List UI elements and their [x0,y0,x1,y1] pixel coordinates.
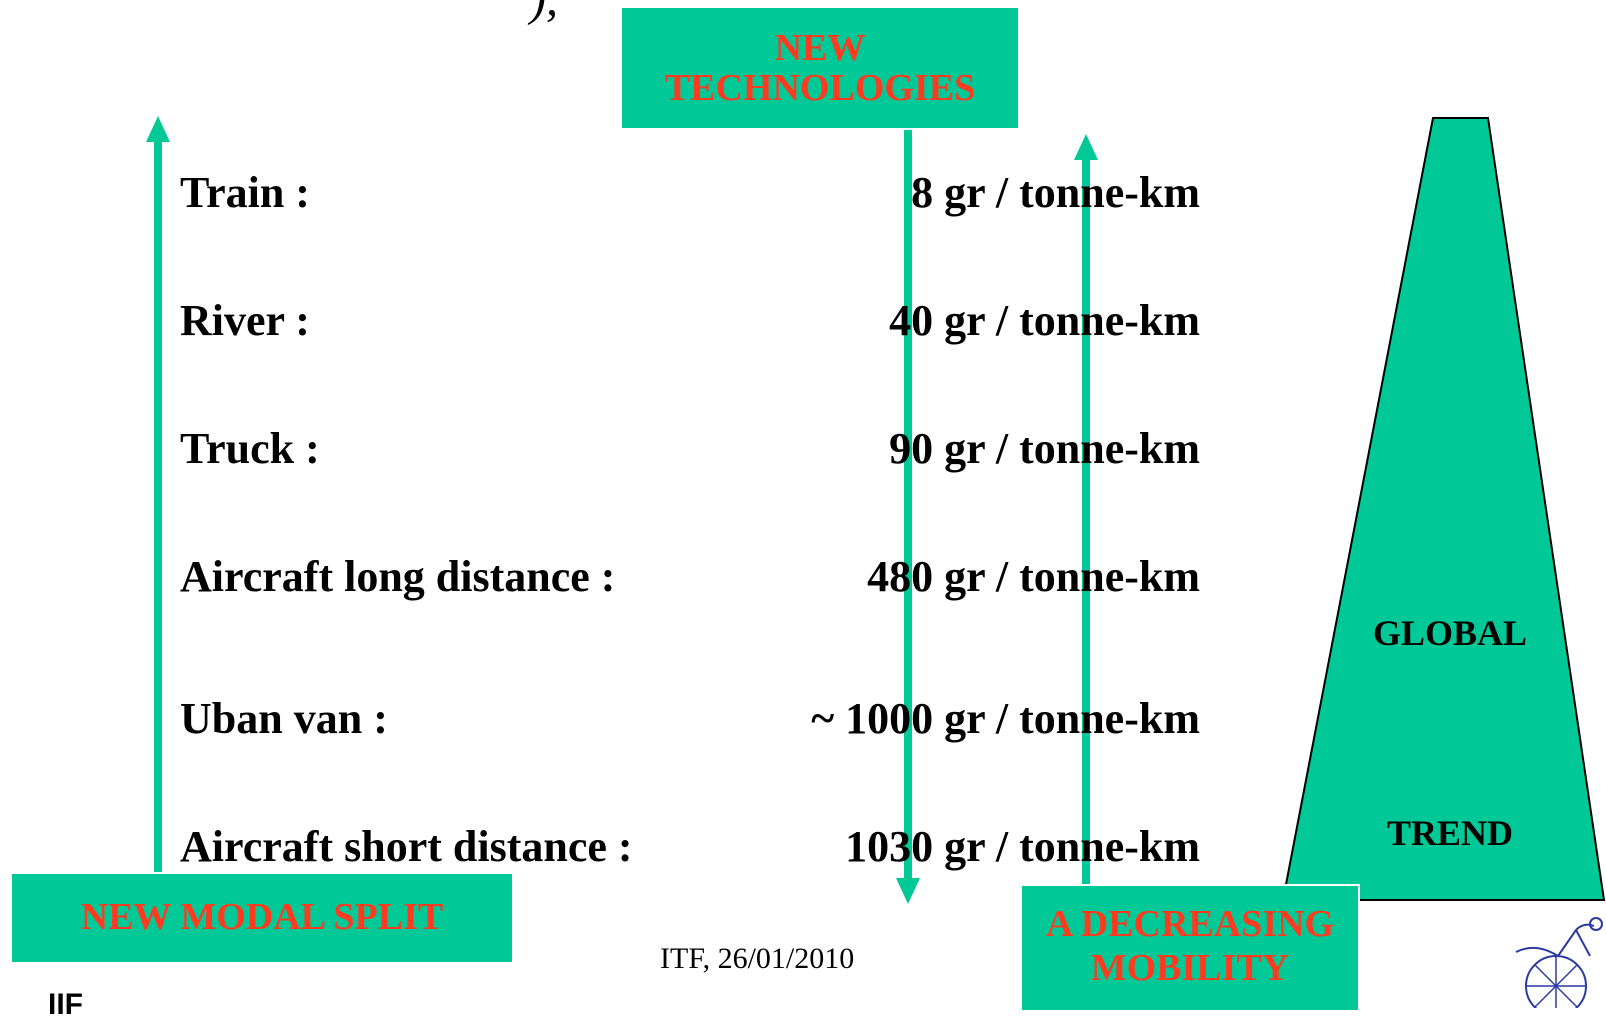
decreasing-mobility-line-2: MOBILITY [1090,947,1290,989]
row-label-river: River : [180,296,310,345]
global-trend-trapezoid [1281,117,1606,901]
modal-split-arrowhead [146,116,170,142]
row-label-truck: Truck : [180,424,320,473]
row-label-train: Train : [180,168,310,217]
decreasing-mobility-line-1: A DECREASING [1045,903,1335,945]
partial-heading-text: ), [530,0,558,27]
row-value-train: 8 gr / tonne-km [911,168,1200,217]
wheeled-figure-logo-icon [1506,912,1606,1017]
row-label-aircraft-short: Aircraft short distance : [180,822,633,871]
footer-date: ITF, 26/01/2010 [660,942,855,975]
bottom-left-partial-text: IIF [48,988,83,1022]
new-technologies-line-1: NEW [774,27,866,69]
new-technologies-line-2: TECHNOLOGIES [664,67,976,109]
row-label-aircraft-long: Aircraft long distance : [180,552,616,601]
trend-label: TREND [1386,813,1514,853]
technologies-arrowhead [896,878,920,904]
row-value-aircraft-long: 480 gr / tonne-km [867,552,1200,601]
global-label: GLOBAL [1372,613,1528,653]
decreasing-mobility-box: A DECREASING MOBILITY [1020,884,1360,1012]
row-value-aircraft-short: 1030 gr / tonne-km [845,822,1200,871]
new-technologies-box: NEW TECHNOLOGIES [620,6,1020,130]
bottom-left-text-a: IIF [48,988,83,1021]
row-value-truck: 90 gr / tonne-km [889,424,1200,473]
row-value-river: 40 gr / tonne-km [889,296,1200,345]
row-value-urban-van: ~ 1000 gr / tonne-km [811,694,1200,743]
new-modal-split-box: NEW MODAL SPLIT [10,872,514,964]
row-label-urban-van: Uban van : [180,694,388,743]
mobility-arrowhead [1074,134,1098,160]
